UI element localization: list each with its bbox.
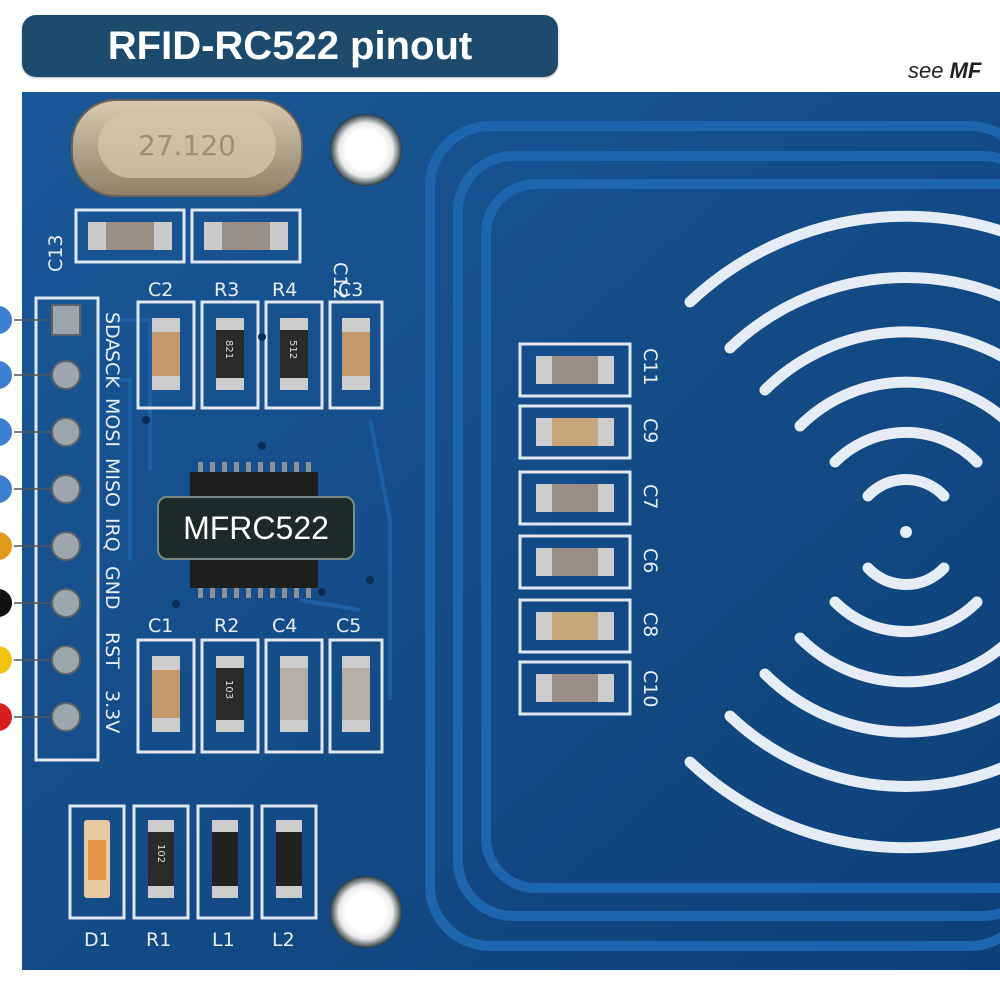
r3-code: 821	[223, 340, 234, 359]
pin-bullet-rst	[0, 644, 14, 676]
pin-bullet-33v	[0, 701, 14, 733]
pin-label-rst: RST	[101, 632, 123, 669]
header-pin-3	[51, 417, 81, 447]
component-c4	[264, 638, 324, 754]
r4-code: 512	[287, 340, 298, 359]
pin-label-sda: SDA	[101, 312, 123, 351]
mounting-hole-top	[330, 114, 402, 186]
component-c5	[328, 638, 384, 754]
pin-color-bullets	[0, 304, 14, 733]
crystal-marking: 27.120	[138, 129, 236, 162]
pin-label-3v3: 3.3V	[101, 690, 123, 733]
label-l1: L1	[212, 929, 235, 951]
see-prefix: see	[908, 58, 944, 83]
cap-column	[518, 342, 632, 716]
component-c10	[518, 660, 632, 716]
label-c4: C4	[272, 615, 297, 637]
pin-label-gnd: GND	[101, 566, 123, 610]
label-c13: C13	[45, 235, 67, 272]
component-d1	[68, 804, 126, 920]
component-r1: 102	[132, 804, 190, 920]
pin-label-sck: SCK	[101, 350, 123, 388]
component-c11	[518, 342, 632, 398]
label-c8: C8	[639, 612, 661, 637]
see-reference-note: see MF	[908, 58, 981, 84]
pin-bullet-mosi	[0, 416, 14, 448]
antenna-coil	[425, 121, 1000, 951]
header-pins	[51, 304, 81, 732]
header-pin-4	[51, 474, 81, 504]
label-c12: C12	[329, 262, 351, 299]
r2-code: 103	[223, 680, 234, 699]
see-target: MF	[949, 58, 982, 83]
pin-label-miso: MISO	[101, 458, 123, 507]
pin-bullet-sck	[0, 359, 14, 391]
label-d1: D1	[84, 929, 111, 951]
chip-label-text: MFRC522	[183, 509, 329, 546]
component-l2	[260, 804, 318, 920]
label-c3: C3	[338, 279, 363, 301]
label-c7: C7	[639, 484, 661, 509]
header-pin-5	[51, 531, 81, 561]
header-pin-2	[51, 360, 81, 390]
header-pin-6	[51, 588, 81, 618]
component-r3: 821	[200, 300, 260, 410]
cap-c13	[74, 208, 186, 264]
mfrc522-label: MFRC522	[157, 496, 355, 560]
component-c1	[136, 638, 196, 754]
pin-header-outline	[34, 296, 100, 762]
label-c5: C5	[336, 615, 361, 637]
contactless-waves-icon	[684, 210, 1000, 854]
component-c2	[136, 300, 196, 410]
component-l1	[196, 804, 254, 920]
header-pin-8	[51, 702, 81, 732]
pin-bullet-gnd	[0, 587, 14, 619]
component-c8	[518, 598, 632, 654]
pin-bullet-miso	[0, 473, 14, 505]
pin-label-irq: IRQ	[101, 518, 123, 552]
component-c3	[328, 300, 384, 410]
cap-c12	[190, 208, 302, 264]
component-r2: 103	[200, 638, 260, 754]
label-r4: R4	[272, 279, 297, 301]
title-text: RFID-RC522 pinout	[107, 23, 473, 68]
component-c6	[518, 534, 632, 590]
header-pin-7	[51, 645, 81, 675]
pin-label-mosi: MOSI	[101, 398, 123, 447]
label-r2: R2	[214, 615, 239, 637]
label-r1: R1	[146, 929, 171, 951]
label-c1: C1	[148, 615, 173, 637]
label-c6: C6	[639, 548, 661, 573]
label-c11: C11	[639, 348, 661, 385]
title-banner: RFID-RC522 pinout	[22, 15, 558, 77]
label-c10: C10	[639, 670, 661, 707]
header-pin-1	[51, 304, 81, 336]
label-c2: C2	[148, 279, 173, 301]
mounting-hole-bottom	[330, 876, 402, 948]
pin-bullet-irq	[0, 530, 14, 562]
vias	[142, 333, 374, 608]
component-c9	[518, 404, 632, 460]
label-c9: C9	[639, 418, 661, 443]
r1-code: 102	[155, 844, 166, 863]
label-r3: R3	[214, 279, 239, 301]
component-c7	[518, 470, 632, 526]
pin-labels: SDA SCK MOSI MISO IRQ GND RST 3.3V	[101, 312, 123, 733]
pin-bullet-sda	[0, 304, 14, 336]
label-l2: L2	[272, 929, 295, 951]
component-r4: 512	[264, 300, 324, 410]
crystal-oscillator: 27.120	[71, 99, 303, 197]
